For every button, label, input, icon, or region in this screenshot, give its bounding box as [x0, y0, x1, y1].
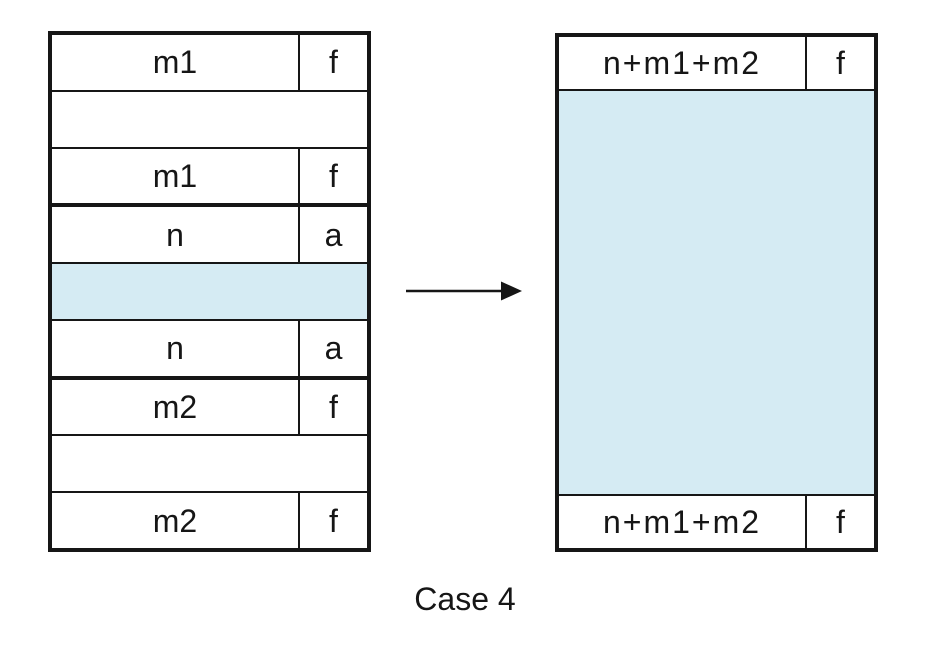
m2-payload-cell	[52, 436, 367, 491]
figure-caption: Case 4	[414, 581, 516, 617]
m1-footer-row: m1 f	[52, 148, 367, 208]
m1-header-flag-label: f	[298, 35, 367, 90]
heap-before-block: m1 f m1 f n a n a m2 f m2 f	[48, 31, 371, 552]
transform-arrow	[405, 278, 523, 304]
coalesced-footer-size-label: n+m1+m2	[602, 504, 762, 540]
m1-payload-cell	[52, 92, 367, 147]
heap-after-block: n+m1+m2 f n+m1+m2 f	[555, 33, 878, 552]
coalesced-header-size-label: n+m1+m2	[602, 45, 762, 81]
m2-footer-size-label: m2	[152, 502, 198, 539]
n-header-size-label: n	[166, 216, 184, 253]
coalesced-footer-flag-label: f	[805, 496, 874, 548]
coalesced-payload-cell	[559, 91, 874, 494]
m2-footer-flag-label: f	[298, 493, 367, 549]
coalesced-payload-row	[559, 91, 874, 494]
m2-footer-row: m2 f	[52, 493, 367, 549]
right-arrow-icon	[406, 281, 522, 301]
n-footer-size-label: n	[166, 330, 184, 367]
m2-header-row: m2 f	[52, 379, 367, 437]
coalesced-footer-row: n+m1+m2 f	[559, 494, 874, 548]
m1-footer-size-label: m1	[152, 157, 198, 194]
coalesced-header-row: n+m1+m2 f	[559, 37, 874, 91]
m2-payload-row	[52, 436, 367, 494]
m2-header-flag-label: f	[298, 379, 367, 435]
n-payload-cell	[52, 264, 367, 319]
m2-header-size-label: m2	[152, 389, 198, 426]
coalesced-header-flag-label: f	[805, 37, 874, 89]
m1-header-row: m1 f	[52, 35, 367, 92]
n-footer-flag-label: a	[298, 320, 367, 376]
n-footer-row: n a	[52, 320, 367, 380]
n-header-flag-label: a	[298, 207, 367, 263]
m1-header-size-label: m1	[152, 44, 198, 81]
m1-payload-row	[52, 92, 367, 149]
n-payload-row	[52, 264, 367, 321]
n-header-row: n a	[52, 207, 367, 265]
m1-footer-flag-label: f	[298, 148, 367, 204]
